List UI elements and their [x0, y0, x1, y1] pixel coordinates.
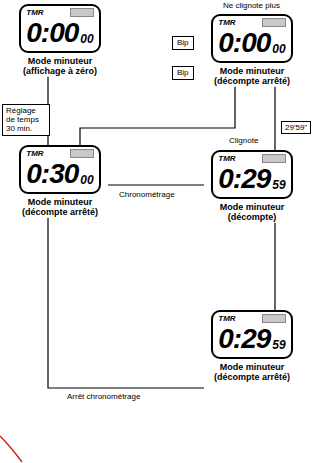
connector-line — [48, 218, 204, 388]
seconds-digits: 59 — [272, 339, 285, 351]
connector-line — [108, 184, 204, 185]
mode-caption: Mode minuteur (décompte arrêté) — [204, 362, 300, 383]
seconds-digits: 00 — [272, 43, 285, 55]
mode-caption: Mode minuteur (décompte arrêté) — [204, 66, 300, 87]
time-digits: 0:29 — [218, 325, 270, 353]
lcd-top-row: TMR — [218, 154, 285, 163]
timer-display: TMR 0:3000Mode minuteur (décompte arrêté) — [12, 145, 108, 218]
digit-row: 0:2959 — [218, 325, 285, 353]
lcd-top-row: TMR — [26, 8, 93, 17]
mode-caption: Mode minuteur (affichage à zéro) — [12, 56, 108, 77]
mode-indicator: TMR — [26, 9, 43, 17]
lcd-screen: TMR 0:0000 — [19, 4, 100, 53]
lcd-bar — [70, 8, 94, 17]
beep-text: Bip — [177, 38, 189, 48]
seconds-digits: 00 — [80, 174, 93, 186]
lcd-screen: TMR 0:3000 — [19, 145, 100, 194]
note-label: Clignote — [228, 136, 259, 145]
edge-label: Arrêt chronométrage — [66, 392, 141, 401]
note-label: Ne clignote plus — [222, 1, 281, 10]
digit-row: 0:3000 — [26, 160, 93, 188]
beep-box: Bip — [172, 66, 194, 80]
red-stroke — [0, 436, 22, 462]
digit-row: 0:2959 — [218, 165, 285, 193]
lcd-screen: TMR 0:0000 — [211, 14, 292, 63]
lcd-bar — [262, 18, 286, 27]
mode-indicator: TMR — [26, 150, 43, 158]
lcd-bar — [262, 314, 286, 323]
timer-display: TMR 0:0000Mode minuteur (décompte arrêté) — [204, 14, 300, 87]
connector-line — [274, 223, 275, 310]
time-digits: 0:00 — [26, 19, 78, 47]
timer-display: TMR 0:2959Mode minuteur (décompte arrêté) — [204, 310, 300, 383]
timer-display: TMR 0:0000Mode minuteur (affichage à zéro… — [12, 4, 108, 77]
lcd-screen: TMR 0:2959 — [211, 310, 292, 359]
timer-display: TMR 0:2959Mode minuteur (décompte) — [204, 150, 300, 223]
lcd-bar — [262, 154, 286, 163]
mode-indicator: TMR — [218, 155, 235, 163]
lcd-bar — [70, 149, 94, 158]
connector — [108, 185, 204, 186]
connector — [80, 87, 235, 145]
lcd-top-row: TMR — [26, 149, 93, 158]
connector — [48, 218, 204, 388]
lcd-top-row: TMR — [218, 18, 285, 27]
mode-indicator: TMR — [218, 19, 235, 27]
edge-label: Chronométrage — [118, 190, 176, 199]
edge-label: Réglage de temps 30 min. — [2, 104, 50, 136]
connector — [275, 87, 276, 150]
lcd-screen: TMR 0:2959 — [211, 150, 292, 199]
seconds-digits: 59 — [272, 179, 285, 191]
edge-label: 29'59'' — [281, 121, 311, 134]
connector-line — [274, 87, 275, 150]
connector-line — [80, 87, 235, 145]
digit-row: 0:0000 — [26, 19, 93, 47]
beep-text: Bip — [177, 68, 189, 78]
time-digits: 0:00 — [218, 29, 270, 57]
mode-indicator: TMR — [218, 315, 235, 323]
mode-caption: Mode minuteur (décompte) — [204, 202, 300, 223]
lcd-top-row: TMR — [218, 314, 285, 323]
seconds-digits: 00 — [80, 33, 93, 45]
time-digits: 0:30 — [26, 160, 78, 188]
digit-row: 0:0000 — [218, 29, 285, 57]
connector — [275, 223, 276, 310]
beep-box: Bip — [172, 36, 194, 50]
time-digits: 0:29 — [218, 165, 270, 193]
mode-caption: Mode minuteur (décompte arrêté) — [12, 197, 108, 218]
